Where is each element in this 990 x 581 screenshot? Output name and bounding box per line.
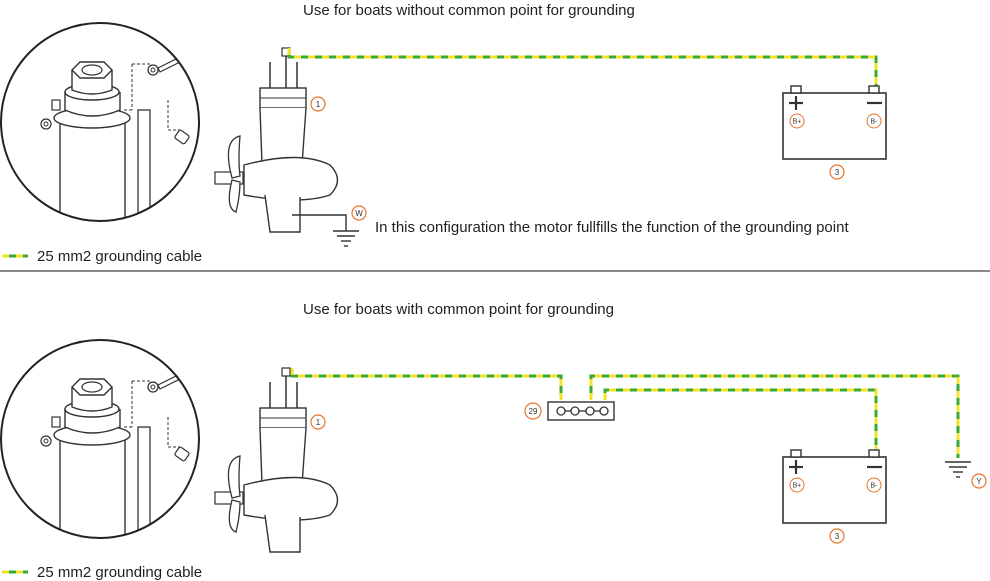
top-note: In this configuration the motor fullfill… — [375, 219, 849, 236]
bottom-detail-circle — [0, 339, 200, 539]
svg-text:1: 1 — [316, 100, 321, 109]
bottom-ground-callout: Y — [971, 473, 987, 489]
top-ground-callout: W — [351, 205, 367, 221]
svg-text:W: W — [355, 209, 363, 218]
top-battery-minus-label: B- — [871, 119, 879, 126]
bottom-motor — [214, 367, 339, 553]
bottom-battery-minus-label: B- — [871, 483, 879, 490]
bottom-ground-symbol — [945, 461, 971, 478]
bottom-battery-callout: 3 — [829, 528, 845, 544]
top-motor-ground-symbol — [292, 214, 359, 247]
svg-text:29: 29 — [529, 407, 538, 416]
svg-text:3: 3 — [835, 532, 840, 541]
svg-text:Y: Y — [976, 477, 982, 486]
top-battery-plus-label: B+ — [793, 119, 802, 126]
bottom-busbar — [547, 401, 615, 421]
top-detail-circle — [0, 22, 200, 222]
top-legend-label: 25 mm2 grounding cable — [37, 248, 203, 265]
bottom-battery-plus-label: B+ — [793, 483, 802, 490]
top-motor — [214, 47, 339, 233]
top-battery-callout: 3 — [829, 164, 845, 180]
bottom-grounding-cables — [290, 368, 960, 458]
top-grounding-cable — [287, 48, 878, 86]
svg-text:3: 3 — [835, 168, 840, 177]
bottom-busbar-callout: 29 — [524, 402, 542, 420]
top-title: Use for boats without common point for g… — [303, 2, 635, 19]
svg-text:1: 1 — [316, 418, 321, 427]
bottom-title: Use for boats with common point for grou… — [303, 301, 614, 318]
bottom-legend-label: 25 mm2 grounding cable — [37, 564, 203, 581]
bottom-motor-callout: 1 — [310, 414, 326, 430]
top-motor-callout: 1 — [310, 96, 326, 112]
